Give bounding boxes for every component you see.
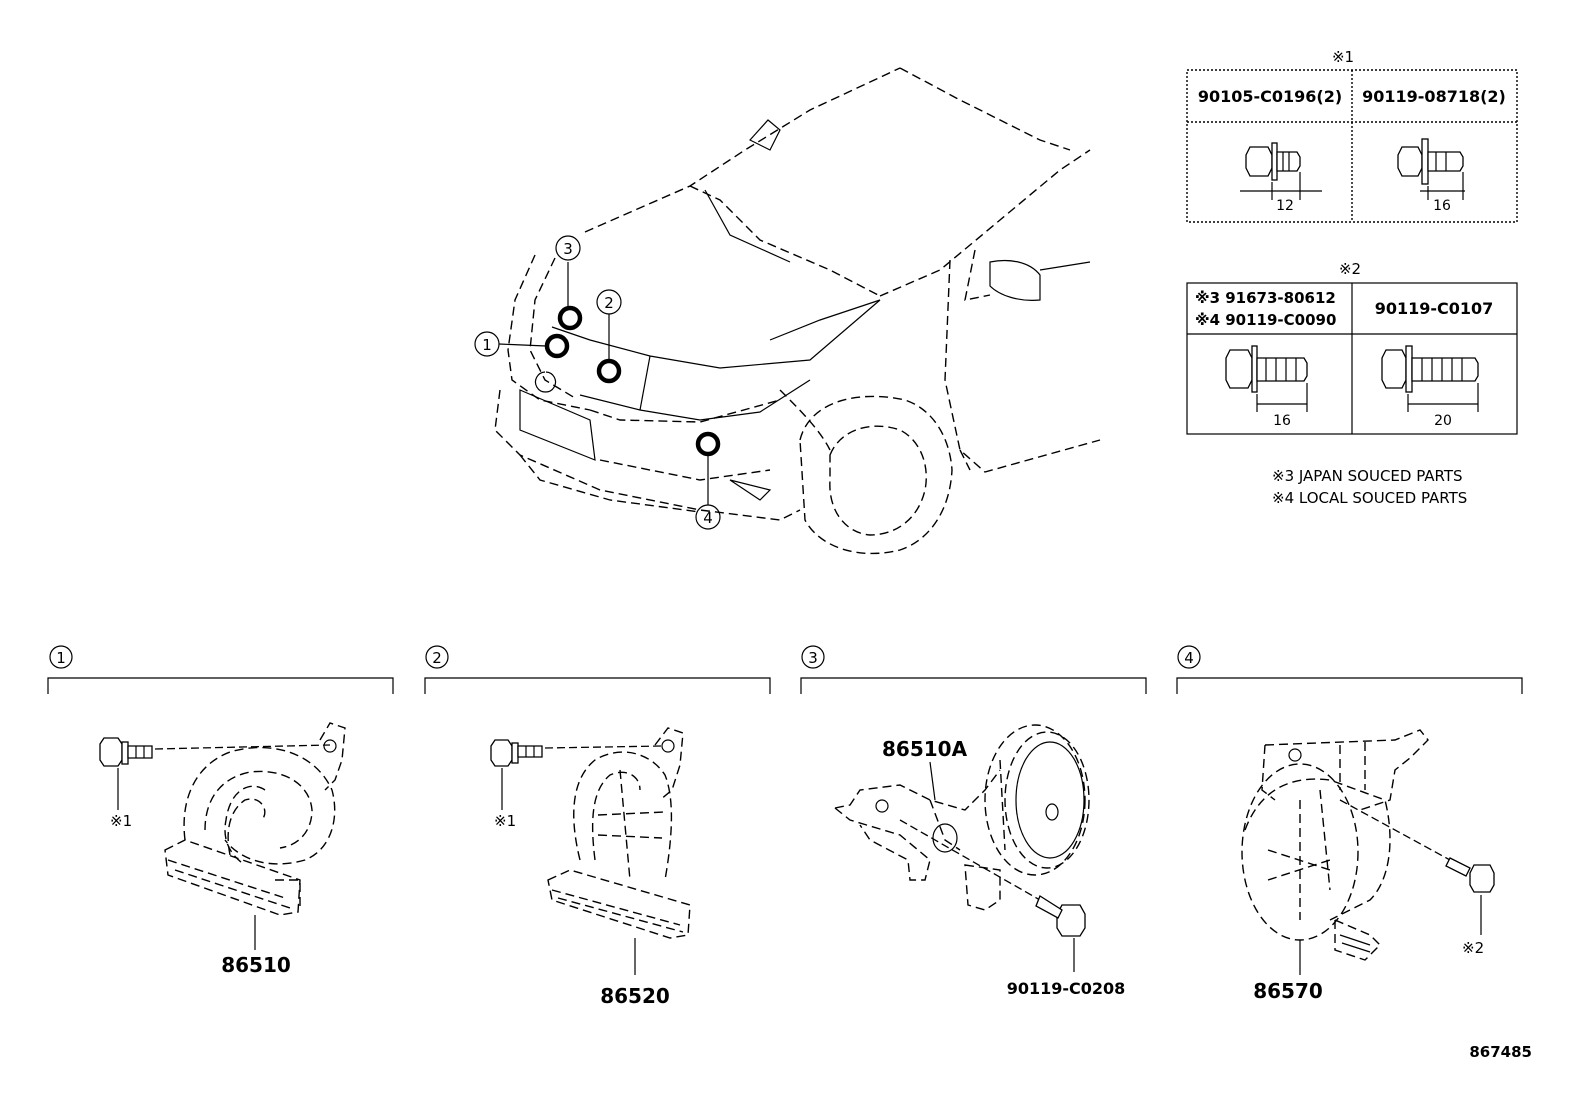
section-4-fastener-ref: ※2 bbox=[1462, 939, 1484, 957]
horn-assembly-86570: 86570 ※2 bbox=[1241, 729, 1495, 1003]
spec-box-2-part-1-line-2: ※4 90119-C0090 bbox=[1195, 311, 1336, 329]
flange-bolt-icon: 12 bbox=[1240, 142, 1322, 214]
flange-bolt-icon: 16 bbox=[1397, 138, 1465, 214]
spec-box-1-marker: ※1 bbox=[1332, 48, 1354, 66]
section-1-fastener-ref: ※1 bbox=[110, 812, 132, 830]
callout-markers: 3 1 2 4 bbox=[474, 235, 721, 530]
section-header-2: 2 bbox=[424, 645, 771, 694]
section-header-1: 1 bbox=[47, 645, 394, 694]
section-num-3: 3 bbox=[808, 649, 818, 667]
part-86570-label: 86570 bbox=[1253, 979, 1323, 1003]
spec-box-1-part-2: 90119-08718(2) bbox=[1362, 87, 1506, 106]
vehicle-front-illustration bbox=[494, 67, 1101, 555]
part-86520-label: 86520 bbox=[600, 984, 670, 1008]
mount-point-2 bbox=[596, 358, 622, 384]
section-num-1: 1 bbox=[56, 649, 66, 667]
horn-assembly-86510A: 86510A 90119-C0208 bbox=[834, 724, 1126, 998]
spec-box-1-length-2: 16 bbox=[1433, 198, 1451, 214]
spec-box-2-part-1-line-1: ※3 91673-80612 bbox=[1195, 289, 1336, 307]
flange-bolt-icon: 20 bbox=[1381, 345, 1479, 429]
spec-box-1-part-1: 90105-C0196(2) bbox=[1198, 87, 1342, 106]
diagram-id: 867485 bbox=[1469, 1043, 1532, 1061]
spec-box-2-length-1: 16 bbox=[1273, 413, 1291, 429]
note-japan-sourced: ※3 JAPAN SOUCED PARTS bbox=[1272, 467, 1463, 485]
callout-label-4: 4 bbox=[703, 509, 713, 527]
callout-label-1: 1 bbox=[482, 336, 492, 354]
section-num-2: 2 bbox=[432, 649, 442, 667]
part-86510-label: 86510 bbox=[221, 953, 291, 977]
bolt-90119-C0208-label: 90119-C0208 bbox=[1007, 979, 1126, 998]
horn-assembly-86520: ※1 86520 bbox=[490, 727, 691, 1008]
section-num-4: 4 bbox=[1184, 649, 1194, 667]
mount-point-3 bbox=[557, 305, 583, 331]
callout-label-2: 2 bbox=[604, 294, 614, 312]
section-header-4: 4 bbox=[1176, 645, 1523, 694]
mount-point-4 bbox=[695, 431, 721, 457]
note-local-sourced: ※4 LOCAL SOUCED PARTS bbox=[1272, 489, 1467, 507]
spec-box-2-length-2: 20 bbox=[1434, 413, 1452, 429]
mount-point-1 bbox=[544, 333, 570, 359]
section-header-3: 3 bbox=[800, 645, 1147, 694]
part-86510A-label: 86510A bbox=[882, 737, 968, 761]
spec-box-2-marker: ※2 bbox=[1339, 260, 1361, 278]
spec-box-1: ※1 90105-C0196(2) 90119-08718(2) 12 bbox=[1186, 48, 1518, 223]
section-2-fastener-ref: ※1 bbox=[494, 812, 516, 830]
section-headers: 1 2 3 4 bbox=[47, 645, 1523, 694]
flange-bolt-icon: 16 bbox=[1225, 345, 1308, 429]
spec-box-2-part-2: 90119-C0107 bbox=[1375, 299, 1494, 318]
horn-assembly-86510: ※1 86510 bbox=[99, 722, 346, 977]
callout-label-3: 3 bbox=[563, 240, 573, 258]
spec-box-2: ※2 ※3 91673-80612 ※4 90119-C0090 90119-C… bbox=[1186, 260, 1518, 435]
spec-box-1-length-1: 12 bbox=[1276, 198, 1294, 214]
